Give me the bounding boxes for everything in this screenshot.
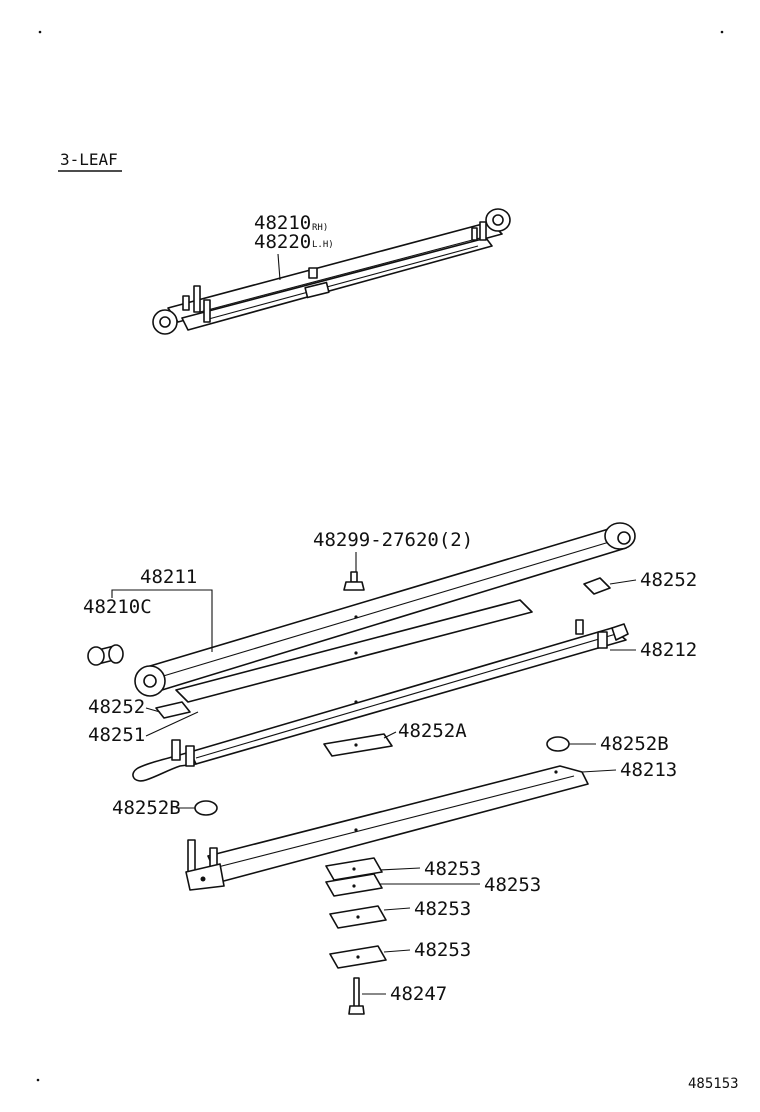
callout-liner-a: 48252A xyxy=(398,720,467,742)
leader-third-leaf xyxy=(581,769,617,773)
assembly-part-lh: 48220 xyxy=(254,231,311,253)
assembly-part-rh: 48210 xyxy=(254,212,311,234)
liner-left xyxy=(155,701,191,719)
callout-third-leaf: 48213 xyxy=(620,759,677,781)
callout-bushing: 48210C xyxy=(83,596,152,618)
callout-clip-left: 48251 xyxy=(88,724,145,746)
leader-main-leaf xyxy=(111,589,213,652)
leader-liner-right xyxy=(609,579,637,585)
callout-liner-left: 48252 xyxy=(88,696,145,718)
leader-liner-a xyxy=(383,731,397,739)
callout-second-leaf: 48212 xyxy=(640,639,697,661)
figure-number: 485153 xyxy=(688,1076,739,1092)
callout-spacer-3: 48253 xyxy=(414,898,471,920)
liner-right xyxy=(583,577,611,595)
assembled-spring xyxy=(152,208,511,335)
main-leaf xyxy=(134,522,636,697)
leader-spacer-1 xyxy=(379,867,421,871)
liner-a xyxy=(323,733,393,757)
callout-center-bolt: 48247 xyxy=(390,983,447,1005)
third-leaf xyxy=(185,765,589,891)
leader-spacer-4 xyxy=(383,949,411,953)
callout-spacer-2: 48253 xyxy=(484,874,541,896)
spacer-2 xyxy=(325,873,383,897)
callout-bolt-nut: 48299-27620(2) xyxy=(313,529,473,551)
center-bolt xyxy=(348,977,365,1015)
assembly-suffix-rh: RH) xyxy=(312,223,328,233)
callout-cap-left: 48252B xyxy=(112,797,181,819)
callout-spacer-4: 48253 xyxy=(414,939,471,961)
callout-liner-right: 48252 xyxy=(640,569,697,591)
second-leaf xyxy=(132,619,629,782)
bushing xyxy=(87,644,124,666)
corner-dot-top-left xyxy=(38,30,42,34)
leader-spacer-3 xyxy=(383,907,411,911)
spacer-4 xyxy=(329,945,387,969)
assembly-suffix-lh: L.H) xyxy=(312,240,334,250)
spacer-1 xyxy=(325,857,383,881)
leader-clip-left xyxy=(145,711,199,737)
assembly-leader xyxy=(277,253,281,281)
cap-left xyxy=(194,800,218,816)
callout-cap-right: 48252B xyxy=(600,733,669,755)
cap-right xyxy=(546,736,570,752)
spacer-3 xyxy=(329,905,387,929)
bolt-nut xyxy=(343,571,365,591)
corner-dot-bottom-left xyxy=(36,1078,40,1082)
second-leaf-strip xyxy=(175,599,533,703)
callout-spacer-1: 48253 xyxy=(424,858,481,880)
corner-dot-top-right xyxy=(720,30,724,34)
leader-liner-left xyxy=(145,707,161,713)
section-title: 3-LEAF xyxy=(60,150,118,169)
callout-main-leaf: 48211 xyxy=(140,566,197,588)
